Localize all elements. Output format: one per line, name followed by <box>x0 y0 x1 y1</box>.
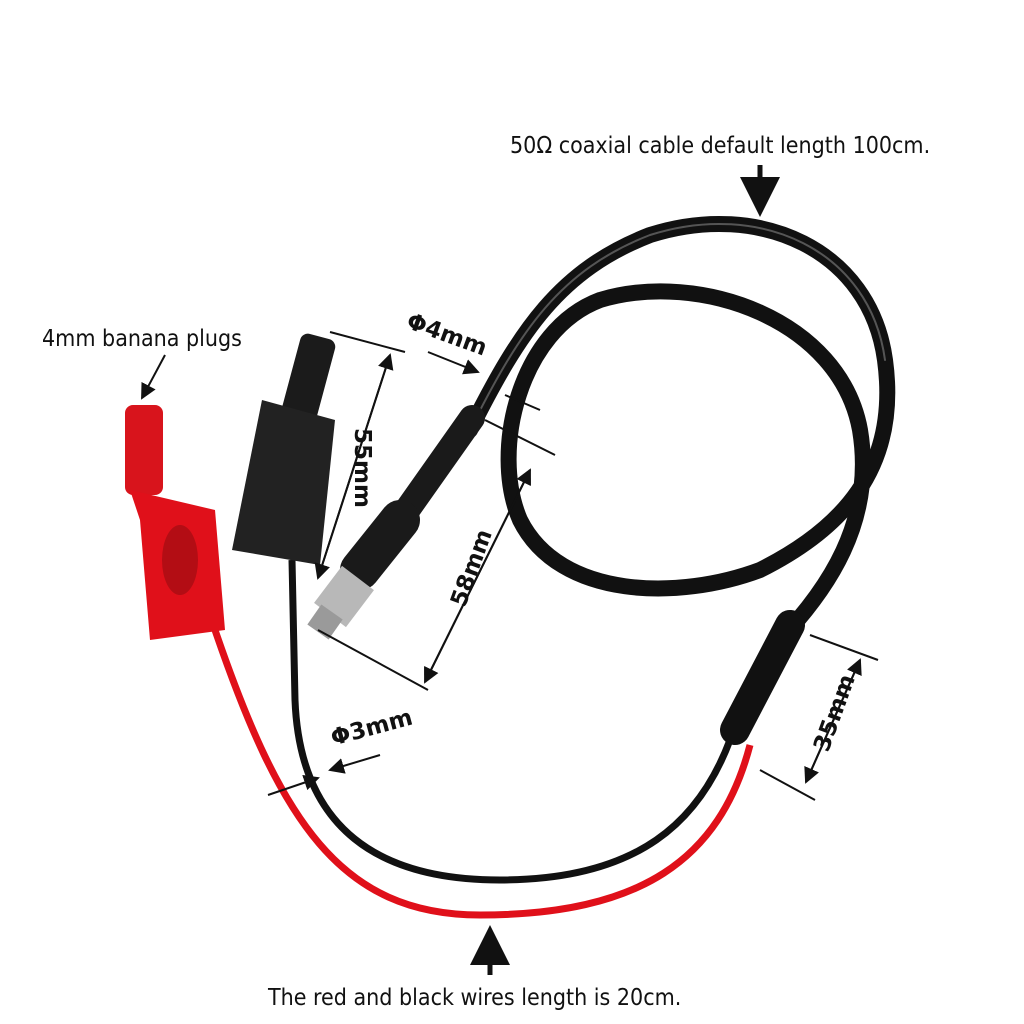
plug-length-label: 55mm <box>348 428 375 508</box>
red-wire <box>211 628 754 919</box>
coax-cable <box>462 215 896 658</box>
dimension-lines <box>141 165 879 975</box>
bnc-connector <box>307 405 485 640</box>
split-boot <box>720 610 805 745</box>
coax-annotation: 50Ω coaxial cable default length 100cm. <box>510 133 931 159</box>
black-banana-plug <box>232 333 336 565</box>
wires-annotation: The red and black wires length is 20cm. <box>268 985 682 1011</box>
banana-plug-annotation: 4mm banana plugs <box>42 326 242 352</box>
red-banana-plug <box>125 405 225 640</box>
